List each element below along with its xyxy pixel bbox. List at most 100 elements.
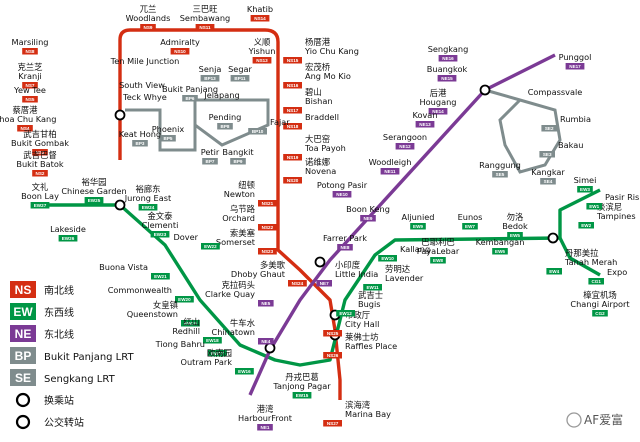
station-code-badge: [17, 125, 33, 132]
station-code: EW27: [34, 203, 47, 208]
station-code-badge: [323, 420, 342, 427]
station-name-en: Keat Hong: [119, 129, 161, 139]
station-teckwhye[interactable]: Teck Whye: [122, 92, 167, 102]
station-stvw[interactable]: South View: [119, 80, 165, 90]
station-code-badge: [258, 200, 277, 207]
station-jelapang[interactable]: Jelapang: [203, 90, 239, 100]
station-code-badge: [337, 244, 353, 251]
station-code-badge: [150, 231, 170, 238]
station-name-en: Changi Airport: [570, 299, 630, 309]
station-code: NS27: [327, 421, 339, 426]
station-code-badge: [283, 154, 302, 161]
station-compassvale[interactable]: Compassvale: [528, 87, 583, 97]
station-tenmile[interactable]: Ten Mile Junction: [110, 56, 180, 66]
station-code: NE7: [320, 281, 329, 286]
station-code-badge: [22, 48, 38, 55]
station-code: EW8: [433, 258, 443, 263]
station-code: NE11: [384, 169, 396, 174]
legend-label: 换乘站: [44, 394, 74, 407]
